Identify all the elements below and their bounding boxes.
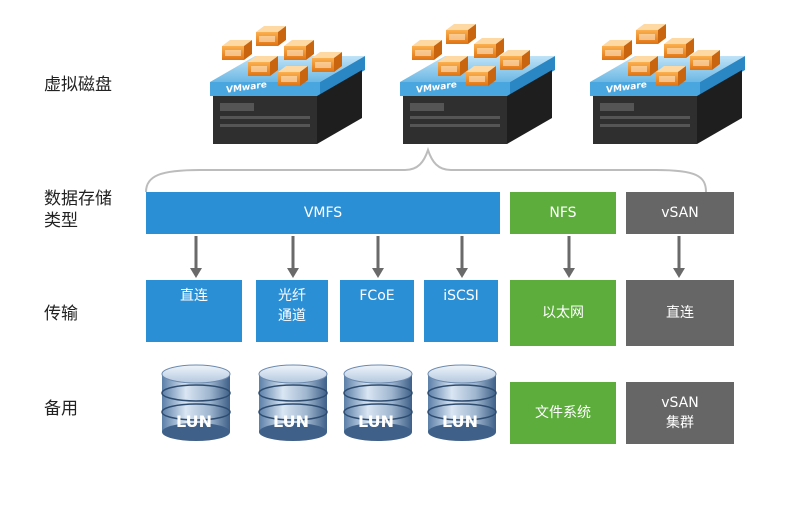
transport-fcoe-box: FCoE	[340, 280, 414, 342]
filesystem-label: 文件系统	[535, 405, 591, 421]
lun-label-4: LUN	[442, 412, 479, 431]
vsan-cluster-box: vSAN 集群	[626, 382, 734, 444]
vsan-cluster-label: vSAN 集群	[661, 395, 699, 431]
transport-fc-box: 光纤 通道	[256, 280, 328, 342]
vsan-label: vSAN	[661, 205, 699, 221]
transport-direct-box: 直连	[146, 280, 242, 342]
transport-fc-label: 光纤 通道	[278, 288, 306, 324]
lun-label-1: LUN	[176, 412, 213, 431]
row-label-backing: 备用	[44, 399, 78, 419]
transport-fcoe-label: FCoE	[359, 288, 395, 304]
vmware-server-1	[210, 26, 365, 144]
arrows	[190, 236, 685, 278]
row-label-storage-type: 数据存储 类型	[44, 189, 112, 231]
transport-vsan-direct-label: 直连	[666, 305, 694, 321]
transport-iscsi-label: iSCSI	[443, 288, 479, 304]
row-label-transport: 传输	[44, 304, 78, 324]
vmfs-label: VMFS	[303, 205, 343, 221]
lun-label-3: LUN	[358, 412, 395, 431]
transport-direct-label: 直连	[180, 288, 208, 304]
nfs-label: NFS	[549, 205, 577, 221]
transport-vsan-direct-box: 直连	[626, 280, 734, 346]
vmfs-box: VMFS	[146, 192, 500, 234]
nfs-box: NFS	[510, 192, 616, 234]
lun-label-2: LUN	[273, 412, 310, 431]
filesystem-box: 文件系统	[510, 382, 616, 444]
vsan-box: vSAN	[626, 192, 734, 234]
vmware-server-3	[590, 24, 745, 144]
brace	[145, 146, 707, 193]
row-label-virtual-disk: 虚拟磁盘	[44, 75, 112, 95]
transport-iscsi-box: iSCSI	[424, 280, 498, 342]
transport-ethernet-box: 以太网	[510, 280, 616, 346]
transport-ethernet-label: 以太网	[542, 305, 584, 321]
vmware-server-2	[400, 24, 555, 144]
